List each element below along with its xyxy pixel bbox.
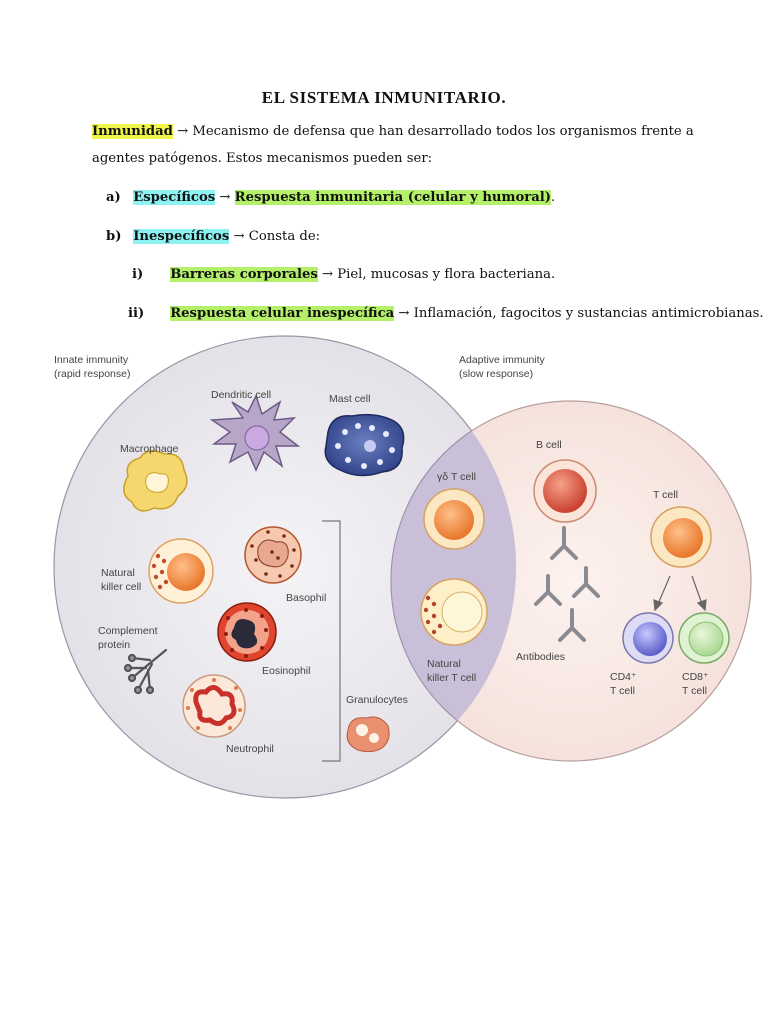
list-item-b: b) Inespecíficos → Consta de: bbox=[106, 228, 320, 246]
intro-line-2: agentes patógenos. Estos mecanismos pued… bbox=[92, 151, 433, 166]
cd4-t-cell-icon bbox=[622, 612, 674, 664]
basophil-label: Basophil bbox=[286, 592, 326, 604]
nkt-label-2: killer T cell bbox=[427, 672, 476, 684]
dendritic-cell-icon bbox=[209, 394, 301, 472]
list-desc: Respuesta inmunitaria (celular y humoral… bbox=[234, 190, 552, 205]
intro-term: Inmunidad bbox=[92, 124, 173, 139]
subitem-arrow: → bbox=[322, 267, 334, 282]
mast-label: Mast cell bbox=[329, 393, 370, 405]
subitem-arrow: → bbox=[398, 306, 410, 321]
dendritic-label: Dendritic cell bbox=[211, 389, 271, 401]
complement-label-1: Complement bbox=[98, 625, 158, 637]
complement-protein-icon bbox=[123, 648, 168, 695]
macrophage-label: Macrophage bbox=[120, 443, 179, 455]
innate-title: Innate immunity bbox=[54, 354, 129, 366]
subitem-ii: ii) Respuesta celular inespecífica → Inf… bbox=[128, 305, 764, 323]
cd4-label-1: CD4⁺ bbox=[610, 671, 637, 683]
subitem-term: Barreras corporales bbox=[170, 267, 318, 282]
t-cell-arrows bbox=[653, 575, 707, 612]
list-item-a: a) Específicos → Respuesta inmunitaria (… bbox=[106, 189, 555, 207]
subitem-marker: i) bbox=[132, 267, 144, 282]
antibodies-label: Antibodies bbox=[516, 651, 565, 663]
gd-t-cell-label: γδ T cell bbox=[437, 471, 476, 483]
granulocytes-bracket bbox=[322, 520, 341, 762]
eosinophil-label: Eosinophil bbox=[262, 665, 310, 677]
subitem-desc: Inflamación, fagocitos y sustancias anti… bbox=[413, 306, 764, 321]
nk-label-1: Natural bbox=[101, 567, 135, 579]
adaptive-subtitle: (slow response) bbox=[459, 368, 533, 380]
intro-line-1: Inmunidad → Mecanismo de defensa que han… bbox=[92, 123, 694, 141]
cd8-label-1: CD8⁺ bbox=[682, 671, 709, 683]
eosinophil-icon bbox=[217, 602, 277, 662]
nkt-label-1: Natural bbox=[427, 658, 461, 670]
list-marker: a) bbox=[106, 190, 121, 205]
granulocyte-icon bbox=[346, 716, 390, 753]
cd8-label-2: T cell bbox=[682, 685, 707, 697]
overlap-region bbox=[390, 400, 516, 762]
nkt-cell-icon bbox=[420, 578, 488, 646]
list-arrow: → bbox=[219, 190, 231, 205]
list-term: Inespecíficos bbox=[133, 229, 230, 244]
subitem-term: Respuesta celular inespecífica bbox=[170, 306, 395, 321]
innate-subtitle: (rapid response) bbox=[54, 368, 130, 380]
macrophage-icon bbox=[123, 450, 188, 512]
list-arrow: → bbox=[233, 229, 245, 244]
subitem-i: i) Barreras corporales → Piel, mucosas y… bbox=[132, 266, 555, 284]
t-cell-icon bbox=[650, 506, 712, 568]
b-cell-icon bbox=[533, 459, 597, 523]
subitem-marker: ii) bbox=[128, 306, 145, 321]
neutrophil-icon bbox=[182, 674, 246, 738]
list-end: . bbox=[551, 190, 556, 205]
gd-t-cell-icon bbox=[423, 488, 485, 550]
list-marker: b) bbox=[106, 229, 122, 244]
mast-cell-icon bbox=[324, 413, 405, 477]
basophil-icon bbox=[244, 526, 302, 584]
subitem-desc: Piel, mucosas y flora bacteriana. bbox=[337, 267, 556, 282]
list-desc: Consta de: bbox=[248, 229, 321, 244]
t-cell-label: T cell bbox=[653, 489, 678, 501]
intro-text-1: Mecanismo de defensa que han desarrollad… bbox=[192, 124, 694, 139]
nk-label-2: killer cell bbox=[101, 581, 141, 593]
b-cell-label: B cell bbox=[536, 439, 562, 451]
neutrophil-label: Neutrophil bbox=[226, 743, 274, 755]
cd8-t-cell-icon bbox=[678, 612, 730, 664]
cd4-label-2: T cell bbox=[610, 685, 635, 697]
adaptive-title: Adaptive immunity bbox=[459, 354, 546, 366]
complement-label-2: protein bbox=[98, 639, 130, 651]
list-term: Específicos bbox=[133, 190, 216, 205]
intro-arrow: → bbox=[177, 124, 189, 139]
nk-cell-icon bbox=[148, 538, 214, 604]
page-title: EL SISTEMA INMUNITARIO. bbox=[261, 88, 507, 107]
antibodies-icon bbox=[534, 526, 600, 642]
granulocytes-label: Granulocytes bbox=[346, 694, 408, 706]
